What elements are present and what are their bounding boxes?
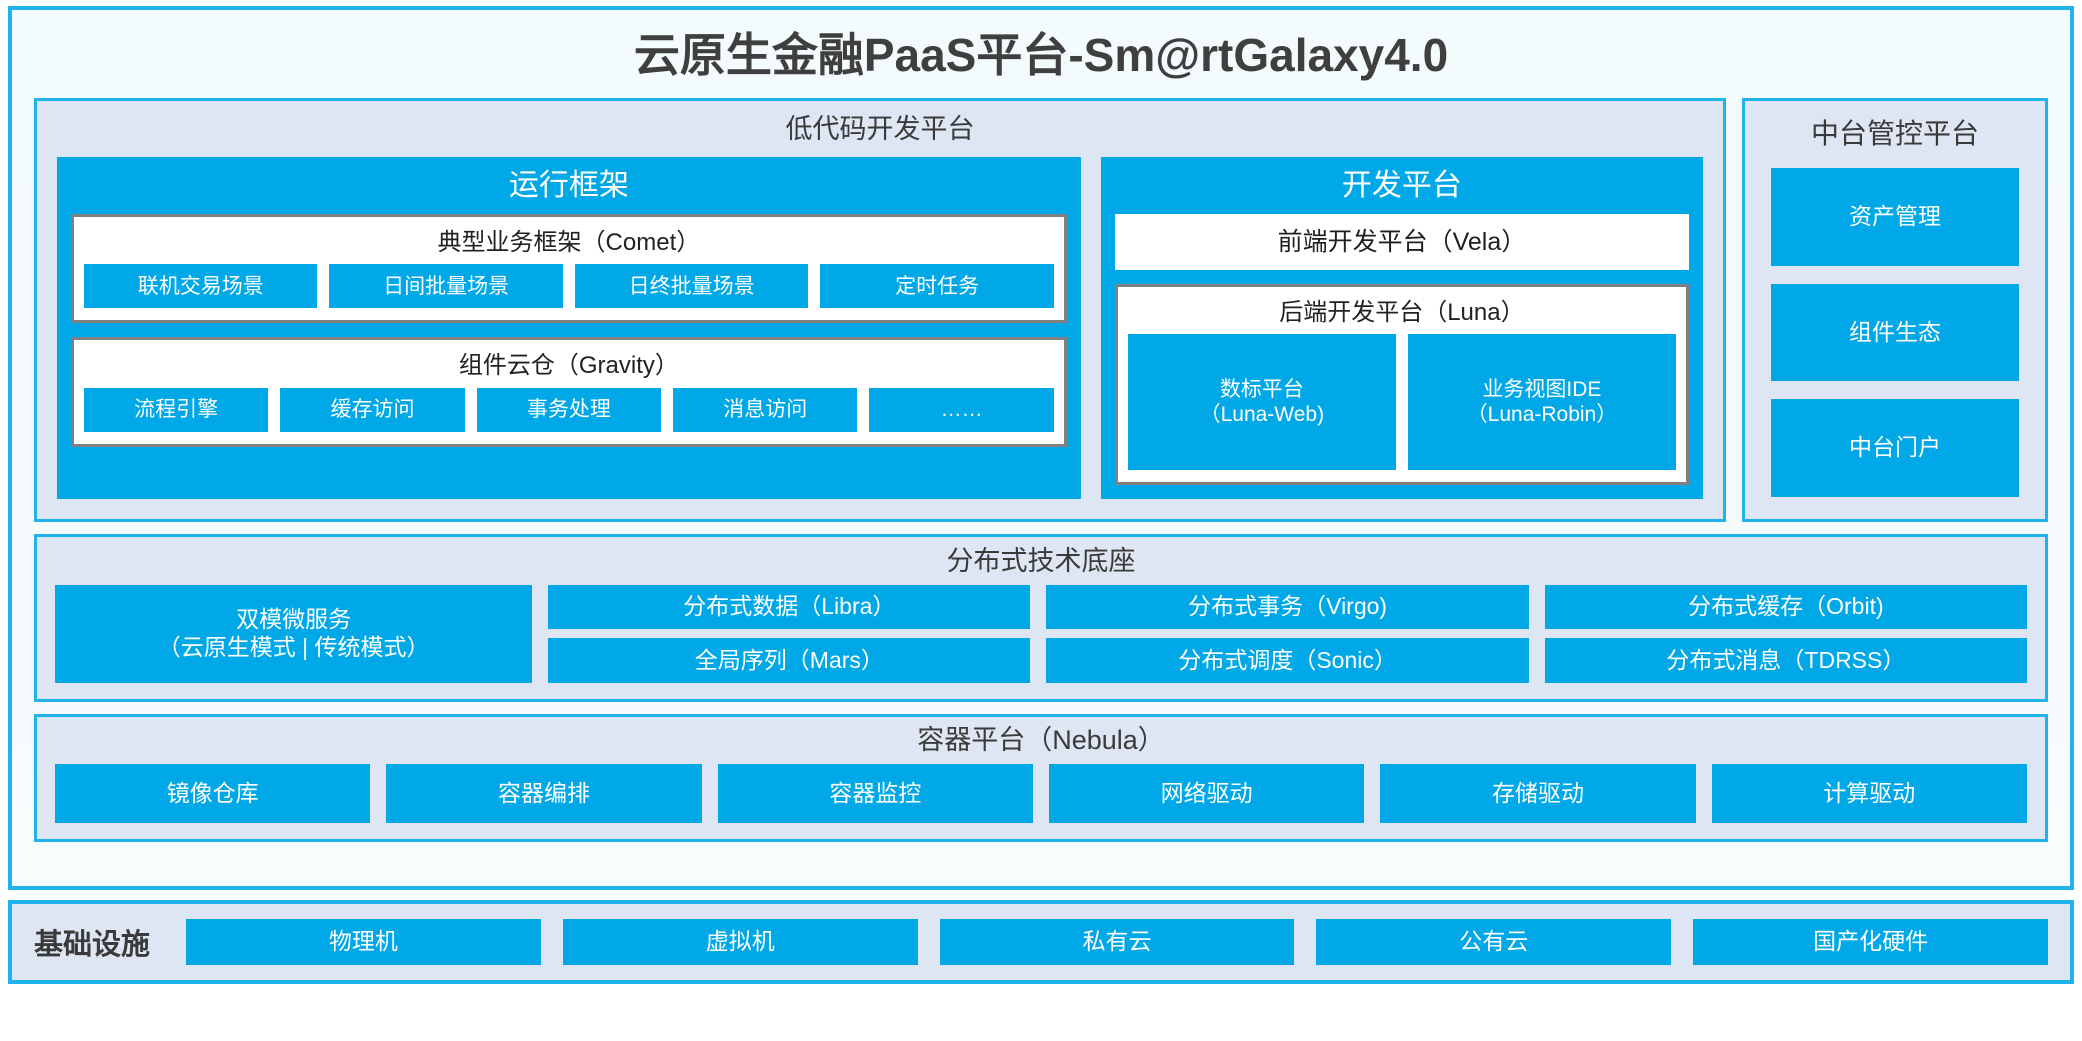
container-item[interactable]: 网络驱动 — [1048, 763, 1365, 823]
infrastructure-chip-row: 物理机 虚拟机 私有云 公有云 国产化硬件 — [186, 919, 2048, 965]
mid-platform-item[interactable]: 资产管理 — [1771, 167, 2019, 266]
gravity-card: 组件云仓（Gravity） 流程引擎 缓存访问 事务处理 消息访问 …… — [71, 337, 1067, 447]
comet-title: 典型业务框架（Comet） — [437, 228, 701, 256]
mid-platform-item[interactable]: 中台门户 — [1771, 399, 2019, 497]
tech-item[interactable]: 分布式数据（Libra） — [548, 584, 1031, 630]
infrastructure-item[interactable]: 国产化硬件 — [1693, 919, 2048, 965]
microservice-column: 双模微服务 （云原生模式 | 传统模式） — [55, 584, 533, 683]
infrastructure-item[interactable]: 私有云 — [939, 919, 1295, 965]
tech-foundation-body: 双模微服务 （云原生模式 | 传统模式） 分布式数据（Libra） 全局序列（M… — [55, 584, 2028, 683]
container-item[interactable]: 存储驱动 — [1380, 763, 1696, 823]
tech-column-3: 分布式事务（Virgo) 分布式调度（Sonic） — [1046, 584, 1529, 683]
tech-column-2: 分布式数据（Libra） 全局序列（Mars） — [548, 584, 1031, 683]
luna-chip-row: 数标平台 （Luna-Web) 业务视图IDE （Luna-Robin） — [1127, 334, 1677, 470]
container-item[interactable]: 容器编排 — [386, 763, 702, 823]
dev-platform-block: 开发平台 前端开发平台（Vela） 后端开发平台（Luna） 数标平台 （Lun… — [1100, 156, 1703, 499]
lowcode-platform-body: 运行框架 典型业务框架（Comet） 联机交易场景 日间批量场景 日终批量场景 … — [57, 156, 1703, 499]
comet-card: 典型业务框架（Comet） 联机交易场景 日间批量场景 日终批量场景 定时任务 — [71, 213, 1067, 324]
gravity-item[interactable]: 消息访问 — [673, 387, 858, 432]
infrastructure-item[interactable]: 公有云 — [1316, 919, 1672, 965]
gravity-item-more[interactable]: …… — [869, 387, 1054, 432]
gravity-chip-row: 流程引擎 缓存访问 事务处理 消息访问 …… — [84, 387, 1054, 432]
comet-item[interactable]: 定时任务 — [820, 264, 1054, 309]
dev-platform-title: 开发平台 — [1341, 168, 1462, 202]
tech-item[interactable]: 分布式缓存（Orbit) — [1544, 584, 2028, 630]
lowcode-platform-title: 低代码开发平台 — [785, 114, 975, 144]
container-item[interactable]: 镜像仓库 — [55, 763, 371, 823]
vela-card[interactable]: 前端开发平台（Vela） — [1114, 213, 1689, 270]
tech-item[interactable]: 分布式调度（Sonic） — [1046, 638, 1529, 683]
infrastructure-panel: 基础设施 物理机 虚拟机 私有云 公有云 国产化硬件 — [8, 900, 2074, 984]
gravity-item[interactable]: 流程引擎 — [84, 387, 269, 432]
gravity-title: 组件云仓（Gravity） — [458, 352, 679, 380]
container-platform-chip-row: 镜像仓库 容器编排 容器监控 网络驱动 存储驱动 计算驱动 — [55, 763, 2027, 823]
runtime-framework-block: 运行框架 典型业务框架（Comet） 联机交易场景 日间批量场景 日终批量场景 … — [57, 156, 1081, 499]
infrastructure-item[interactable]: 虚拟机 — [562, 919, 918, 965]
luna-title: 后端开发平台（Luna） — [1279, 298, 1525, 326]
container-platform-panel: 容器平台（Nebula） 镜像仓库 容器编排 容器监控 网络驱动 存储驱动 计算… — [34, 714, 2048, 842]
main-container: 云原生金融PaaS平台-Sm@rtGalaxy4.0 低代码开发平台 运行框架 … — [8, 6, 2074, 890]
tech-item[interactable]: 分布式消息（TDRSS） — [1544, 638, 2028, 683]
tech-foundation-panel: 分布式技术底座 双模微服务 （云原生模式 | 传统模式） 分布式数据（Libra… — [34, 534, 2048, 702]
gravity-item[interactable]: 缓存访问 — [280, 387, 465, 432]
mid-platform-list: 资产管理 组件生态 中台门户 — [1771, 167, 2019, 497]
upper-row: 低代码开发平台 运行框架 典型业务框架（Comet） 联机交易场景 日间批量场景… — [34, 98, 2048, 522]
tech-foundation-title: 分布式技术底座 — [946, 546, 1136, 576]
container-item[interactable]: 计算驱动 — [1711, 763, 2027, 823]
container-item[interactable]: 容器监控 — [717, 763, 1033, 823]
comet-chip-row: 联机交易场景 日间批量场景 日终批量场景 定时任务 — [84, 264, 1054, 309]
luna-card: 后端开发平台（Luna） 数标平台 （Luna-Web) 业务视图IDE （Lu… — [1114, 283, 1689, 485]
infrastructure-item[interactable]: 物理机 — [186, 919, 541, 965]
tech-item[interactable]: 分布式事务（Virgo) — [1046, 584, 1529, 630]
mid-platform-panel: 中台管控平台 资产管理 组件生态 中台门户 — [1742, 98, 2048, 522]
mid-platform-title: 中台管控平台 — [1810, 118, 1979, 149]
container-platform-title: 容器平台（Nebula） — [917, 725, 1165, 755]
mid-platform-item[interactable]: 组件生态 — [1771, 283, 2019, 382]
luna-item-web[interactable]: 数标平台 （Luna-Web) — [1127, 334, 1396, 470]
page-title: 云原生金融PaaS平台-Sm@rtGalaxy4.0 — [633, 29, 1449, 81]
gravity-item[interactable]: 事务处理 — [476, 387, 662, 432]
lowcode-platform-panel: 低代码开发平台 运行框架 典型业务框架（Comet） 联机交易场景 日间批量场景… — [34, 98, 1726, 522]
comet-item[interactable]: 日终批量场景 — [574, 264, 809, 309]
comet-item[interactable]: 日间批量场景 — [329, 264, 563, 309]
microservice-item[interactable]: 双模微服务 （云原生模式 | 传统模式） — [55, 584, 533, 683]
runtime-framework-title: 运行框架 — [508, 168, 629, 202]
tech-item[interactable]: 全局序列（Mars） — [548, 638, 1031, 683]
infrastructure-label: 基础设施 — [34, 929, 151, 961]
tech-column-4: 分布式缓存（Orbit) 分布式消息（TDRSS） — [1544, 584, 2028, 683]
luna-item-robin[interactable]: 业务视图IDE （Luna-Robin） — [1407, 334, 1677, 470]
comet-item[interactable]: 联机交易场景 — [84, 264, 318, 309]
